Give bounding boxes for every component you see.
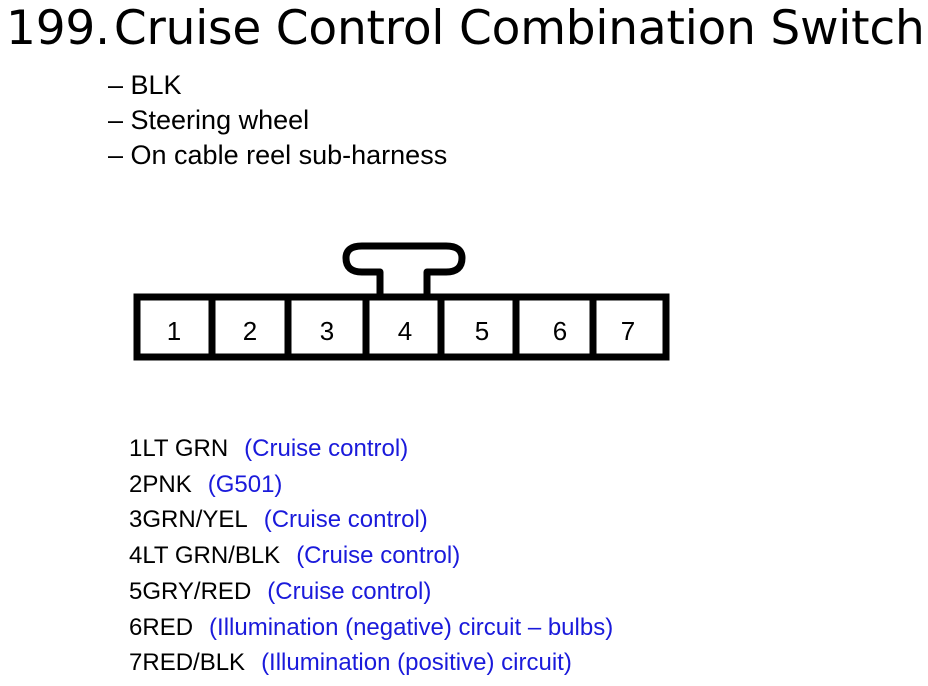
cavity-label-7: 7 (621, 316, 635, 346)
connector-details: – BLK – Steering wheel – On cable reel s… (108, 68, 447, 173)
connector-lock-tab (342, 242, 466, 297)
circuit-description: (Cruise control) (263, 506, 428, 534)
cavity-label-1: 1 (167, 316, 181, 346)
circuit-description: (Cruise control) (296, 542, 461, 570)
pin-row-1: 1LT GRN (Cruise control) (129, 431, 613, 467)
wire-color: RED/BLK (142, 649, 246, 677)
pin-number: 2 (129, 470, 143, 498)
wire-color: GRY/RED (142, 577, 252, 605)
wire-color: GRN/YEL (142, 506, 248, 534)
cavity-label-3: 3 (320, 316, 334, 346)
pin-row-3: 3GRN/YEL (Cruise control) (129, 502, 613, 538)
pin-number: 3 (129, 506, 143, 534)
circuit-description: (Cruise control) (244, 435, 409, 462)
wire-color: LT GRN (142, 435, 229, 462)
pin-row-2: 2PNK (G501) (129, 467, 613, 503)
pin-number: 7 (129, 649, 143, 677)
pin-row-6: 6RED (Illumination (negative) circuit – b… (129, 610, 613, 646)
detail-color: – BLK (108, 70, 182, 100)
circuit-description: (Illumination (positive) circuit) (261, 649, 572, 677)
pin-number: 4 (129, 542, 143, 570)
component-name: Cruise Control Combination Switch (113, 1, 925, 56)
pin-number: 6 (129, 613, 143, 641)
cavity-label-4: 4 (398, 316, 412, 346)
pinout-list: 1LT GRN (Cruise control) 2PNK (G501) 3GRN/… (129, 431, 613, 681)
detail-harness: – On cable reel sub-harness (108, 140, 448, 170)
cavity-label-5: 5 (475, 316, 489, 346)
pin-number: 5 (129, 577, 143, 605)
detail-location: – Steering wheel (108, 105, 310, 135)
cavity-label-2: 2 (243, 316, 257, 346)
page-title: 199.Cruise Control Combination Switch (6, 0, 925, 58)
circuit-description: (G501) (207, 470, 283, 498)
circuit-description: (Illumination (negative) circuit – bulbs… (209, 613, 614, 641)
wire-color: LT GRN/BLK (142, 542, 281, 570)
wire-color: RED (142, 613, 194, 641)
component-number: 199. (6, 1, 110, 56)
pin-row-7: 7RED/BLK (Illumination (positive) circuit… (129, 645, 613, 681)
circuit-description: (Cruise control) (267, 577, 432, 605)
cavity-label-6: 6 (553, 316, 567, 346)
connector-body (133, 293, 670, 361)
pin-row-5: 5GRY/RED (Cruise control) (129, 574, 613, 610)
wire-color: PNK (142, 470, 192, 498)
pin-row-4: 4LT GRN/BLK (Cruise control) (129, 538, 613, 574)
pin-number: 1 (129, 435, 143, 462)
